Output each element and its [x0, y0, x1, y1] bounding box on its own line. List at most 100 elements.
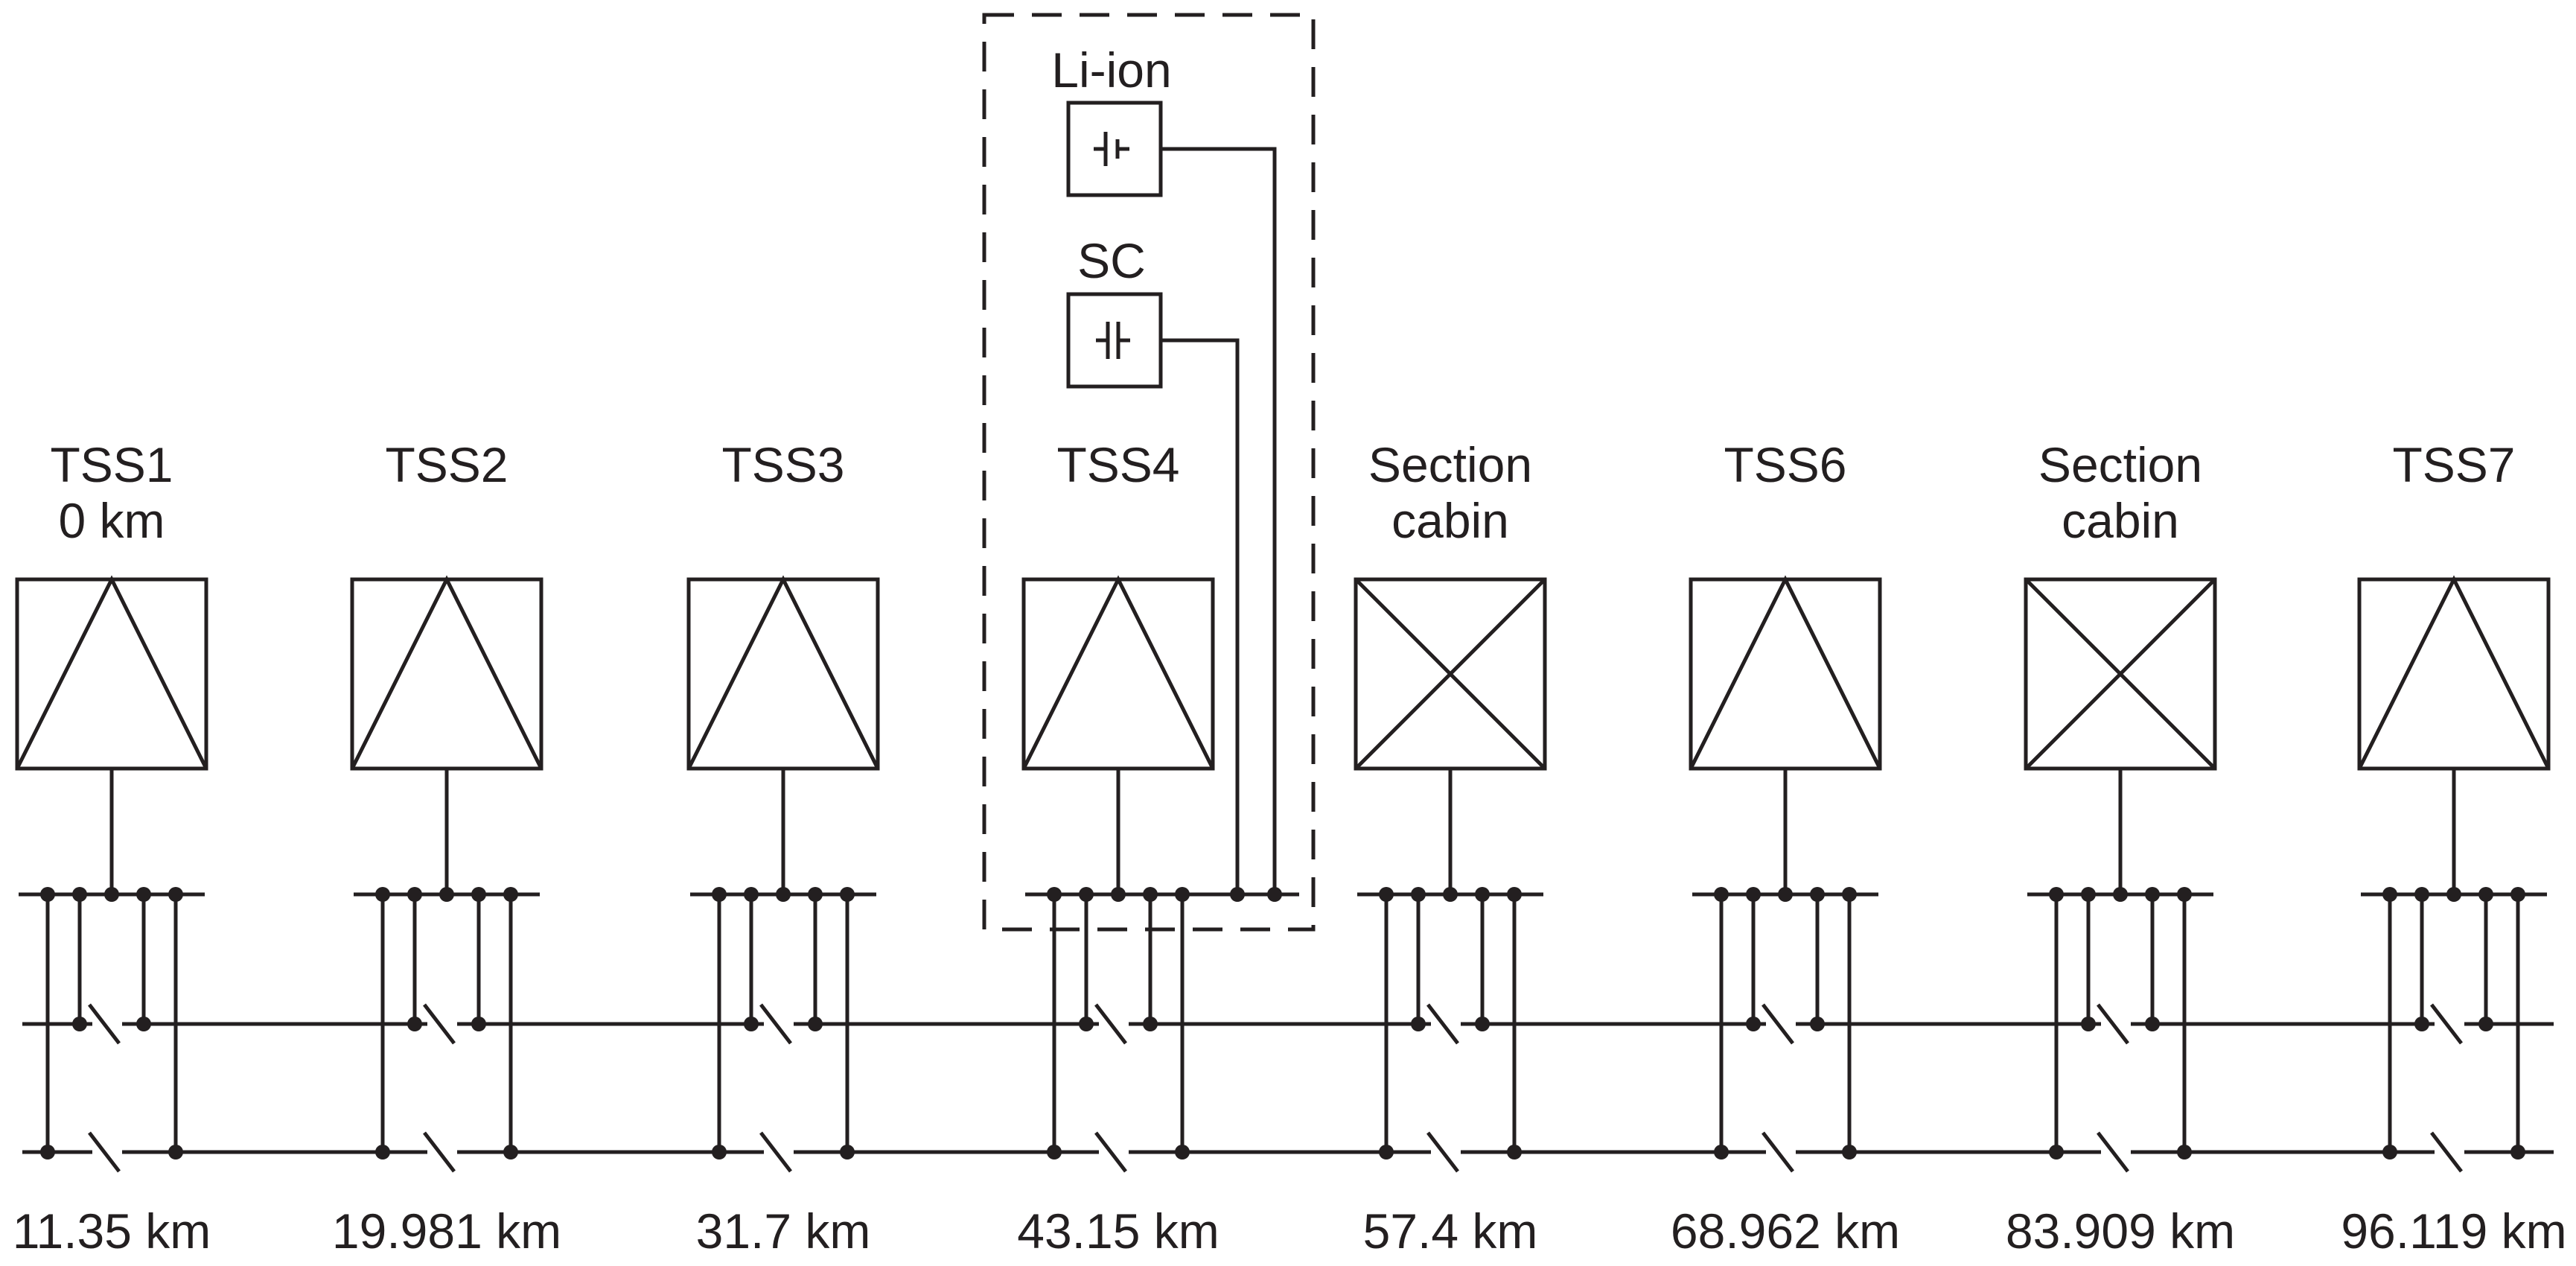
junction-dot [2382, 887, 2397, 902]
junction-dot [1810, 887, 1825, 902]
junction-dot [1475, 887, 1490, 902]
substation-symbol [350, 575, 543, 771]
junction-dot [375, 887, 390, 902]
junction-dot [1714, 1145, 1729, 1160]
junction-dot [744, 887, 759, 902]
junction-dot [72, 887, 87, 902]
junction-dot [2177, 1145, 2192, 1160]
sectioning-switch [759, 1131, 792, 1173]
station-distance: 68.962 km [1671, 1203, 1900, 1259]
sectioning-switch [2097, 1003, 2129, 1045]
junction-dot [2113, 887, 2128, 902]
sc-connection-wire [1161, 338, 1240, 894]
junction-dot [1842, 887, 1857, 902]
station-name: Section [1368, 437, 1532, 492]
junction-dot [1175, 1145, 1190, 1160]
junction-dot [503, 1145, 518, 1160]
sectioning-switch [1094, 1003, 1127, 1045]
junction-dot [439, 887, 454, 902]
junction-dot [808, 887, 823, 902]
substation-symbol [1689, 575, 1882, 771]
junction-dot [744, 1017, 759, 1031]
junction-dot [1079, 887, 1094, 902]
station-8: TSS7 96.119 km [2341, 437, 2566, 1259]
sectioning-switch [759, 1003, 792, 1045]
sectioning-switch [2430, 1131, 2463, 1173]
junction-dot [2145, 1017, 2160, 1031]
junction-dot [168, 1145, 183, 1160]
section-cabin-symbol [2024, 577, 2217, 771]
junction-dot [2049, 1145, 2064, 1160]
junction-dot [2382, 1145, 2397, 1160]
sectioning-switch [1426, 1003, 1459, 1045]
junction-dot [1379, 1145, 1394, 1160]
junction-dot [1778, 887, 1793, 902]
junction-dot [1714, 887, 1729, 902]
junction-dot [1810, 1017, 1825, 1031]
sectioning-switch [2430, 1003, 2463, 1045]
junction-dot [2414, 1017, 2429, 1031]
junction-dot [2446, 887, 2461, 902]
junction-dot [40, 887, 55, 902]
junction-dot [1143, 887, 1158, 902]
energy-storage-system: Li-ion SC [982, 13, 1316, 932]
station-distance: 83.909 km [2006, 1203, 2235, 1259]
junction-dot [840, 1145, 855, 1160]
sectioning-switch [1426, 1131, 1459, 1173]
station-subtitle: cabin [1391, 493, 1509, 548]
battery-icon [1066, 101, 1163, 197]
capacitor-icon [1066, 292, 1163, 389]
sectioning-switch [88, 1131, 121, 1173]
junction-dot [1079, 1017, 1094, 1031]
junction-dot [471, 1017, 486, 1031]
junction-dot [2081, 1017, 2096, 1031]
sectioning-switch [1094, 1131, 1127, 1173]
station-name: TSS3 [721, 437, 844, 492]
sectioning-switch [88, 1003, 121, 1045]
substation-symbol [1021, 575, 1215, 771]
junction-dot [1175, 887, 1190, 902]
junction-dot [2081, 887, 2096, 902]
junction-dot [1111, 887, 1126, 902]
junction-dot [136, 1017, 151, 1031]
station-3: TSS3 31.7 km [686, 437, 880, 1259]
junction-dot [1746, 887, 1761, 902]
sectioning-switch [2097, 1131, 2129, 1173]
sectioning-switch [423, 1131, 456, 1173]
junction-dot [2414, 887, 2429, 902]
junction-dot [2478, 887, 2493, 902]
station-distance: 31.7 km [696, 1203, 871, 1259]
junction-dot [375, 1145, 390, 1160]
station-distance: 96.119 km [2341, 1203, 2566, 1259]
junction-dot [840, 887, 855, 902]
sc-label: SC [1077, 233, 1146, 288]
junction-dot [2145, 887, 2160, 902]
junction-dot [1842, 1145, 1857, 1160]
junction-dot [2177, 887, 2192, 902]
junction-dot [40, 1145, 55, 1160]
junction-dot [471, 887, 486, 902]
substation-symbol [2357, 575, 2551, 771]
junction-dot [1507, 1145, 1522, 1160]
station-subtitle: cabin [2062, 493, 2179, 548]
li-ion-label: Li-ion [1051, 42, 1171, 98]
junction-dot [503, 887, 518, 902]
station-name: Section [2038, 437, 2202, 492]
junction-dot [1047, 1145, 1062, 1160]
junction-dot [104, 887, 119, 902]
junction-dot [407, 887, 422, 902]
station-subtitle: 0 km [58, 493, 165, 548]
junction-dot [808, 1017, 823, 1031]
station-name: TSS2 [385, 437, 508, 492]
junction-dot [712, 1145, 727, 1160]
junction-dot [2478, 1017, 2493, 1031]
station-name: TSS7 [2392, 437, 2515, 492]
substation-symbol [686, 575, 880, 771]
junction-dot [136, 887, 151, 902]
junction-dot [1411, 887, 1426, 902]
junction-dot [1475, 1017, 1490, 1031]
